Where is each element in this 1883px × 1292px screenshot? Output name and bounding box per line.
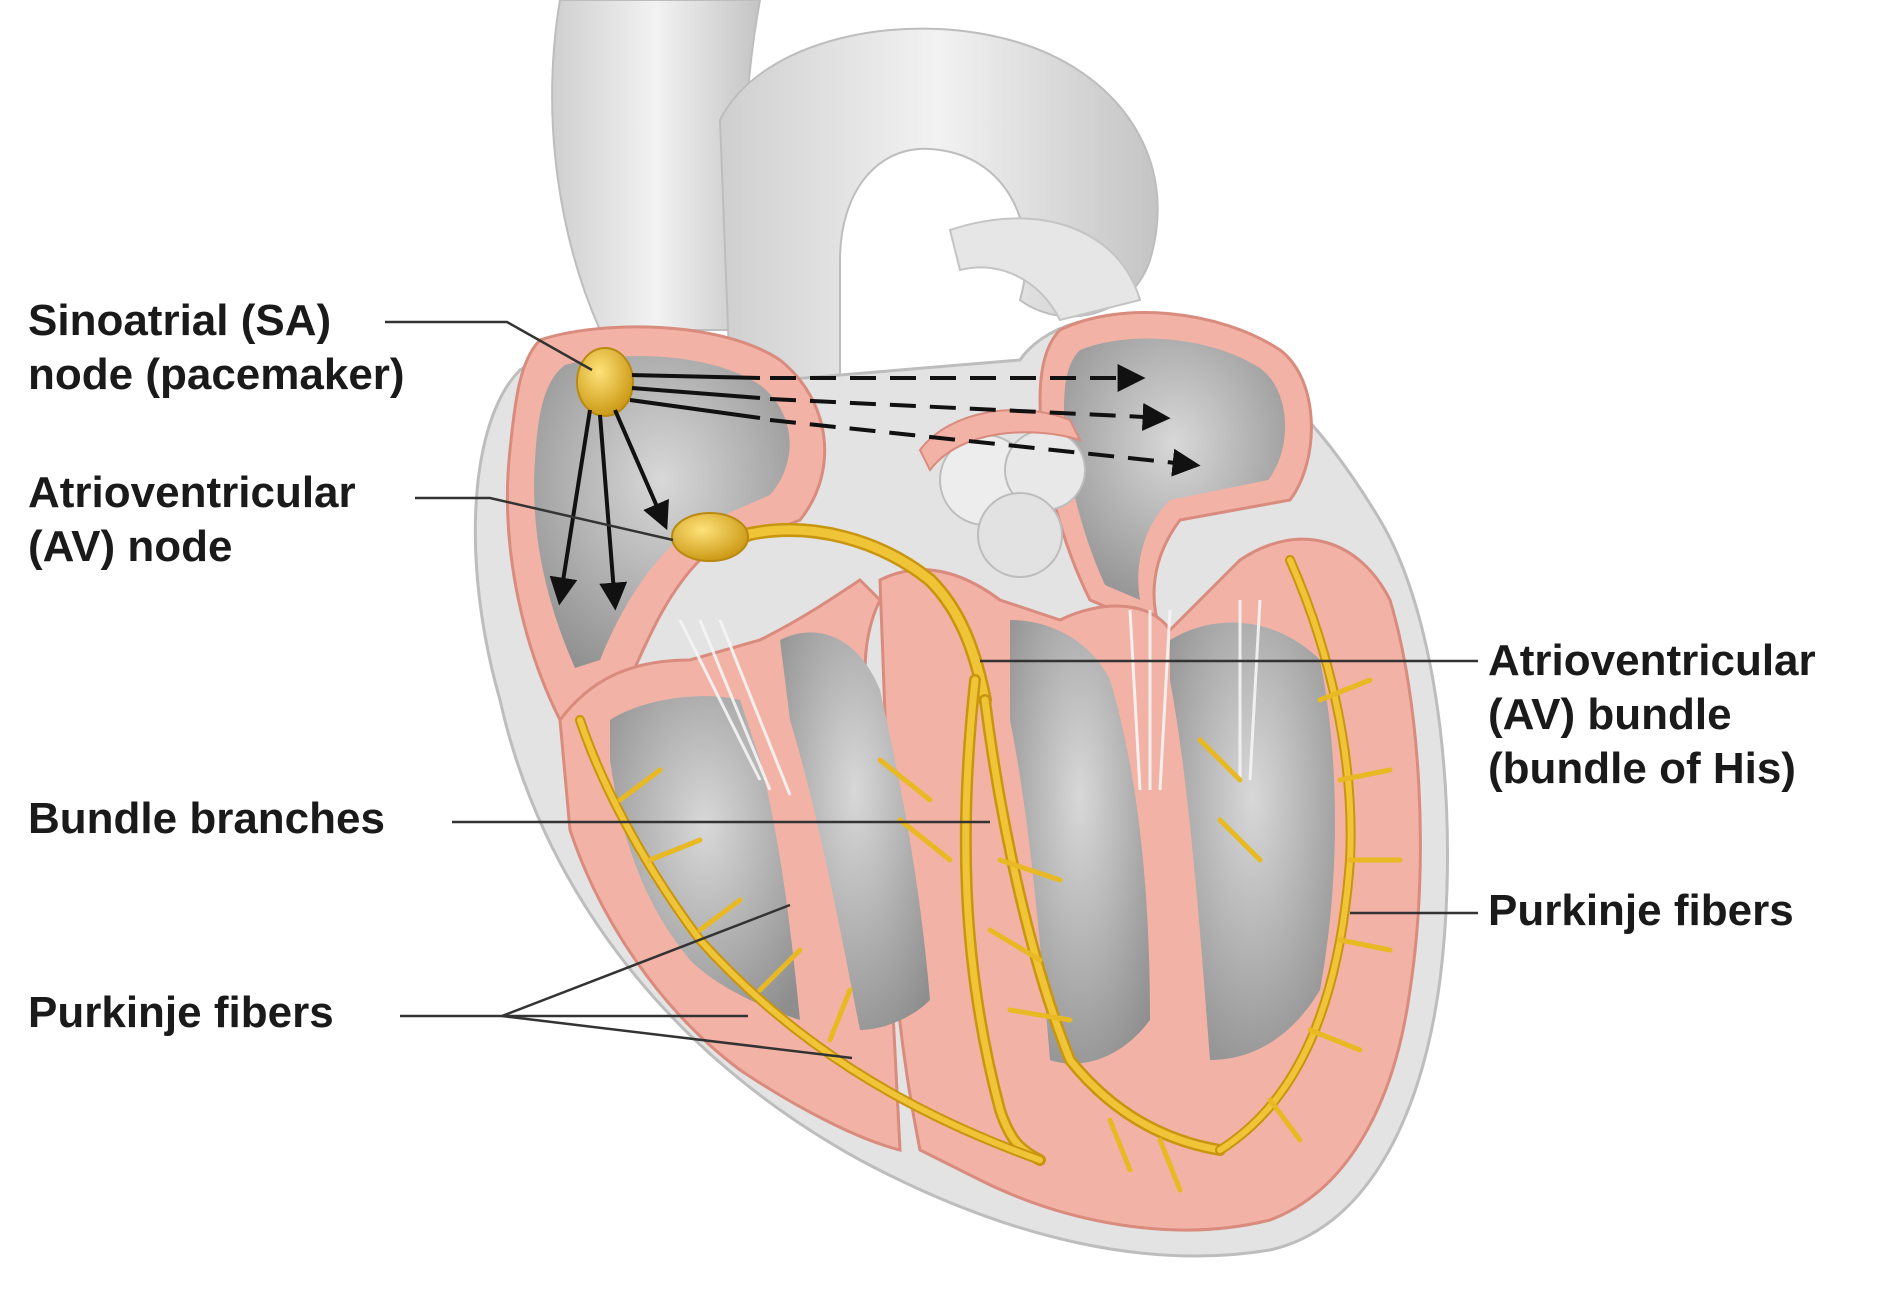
ventricle-cavities <box>610 620 1335 1064</box>
label-av-node-line2: (AV) node <box>28 522 233 571</box>
label-purkinje-left-line1: Purkinje fibers <box>28 988 334 1037</box>
label-av-node: Atrioventricular (AV) node <box>28 466 356 574</box>
leader-purkinje-left-c <box>501 1014 853 1060</box>
label-av-bundle-line3: (bundle of His) <box>1488 744 1796 793</box>
label-bundle-branches-line1: Bundle branches <box>28 794 385 843</box>
label-av-node-line1: Atrioventricular <box>28 468 356 517</box>
label-sa-node-line1: Sinoatrial (SA) <box>28 296 332 345</box>
label-av-bundle-line1: Atrioventricular <box>1488 636 1816 685</box>
label-bundle-branches: Bundle branches <box>28 792 385 846</box>
label-av-bundle-line2: (AV) bundle <box>1488 690 1732 739</box>
leader-av-node <box>415 496 674 542</box>
label-purkinje-right: Purkinje fibers <box>1488 884 1794 938</box>
impulse-arrows <box>549 364 1201 611</box>
label-purkinje-left: Purkinje fibers <box>28 986 334 1040</box>
aortic-valve <box>918 409 1086 578</box>
great-vessels <box>551 0 1159 381</box>
label-sa-node: Sinoatrial (SA) node (pacemaker) <box>28 294 405 402</box>
leader-sa-node <box>385 320 593 372</box>
label-sa-node-line2: node (pacemaker) <box>28 350 405 399</box>
sa-node <box>576 347 634 417</box>
label-av-bundle: Atrioventricular (AV) bundle (bundle of … <box>1488 634 1816 796</box>
av-node <box>671 512 749 562</box>
leader-lines <box>385 320 1478 1060</box>
conduction-system <box>575 523 1403 1193</box>
chordae-tendineae <box>678 599 1262 796</box>
label-purkinje-right-line1: Purkinje fibers <box>1488 886 1794 935</box>
